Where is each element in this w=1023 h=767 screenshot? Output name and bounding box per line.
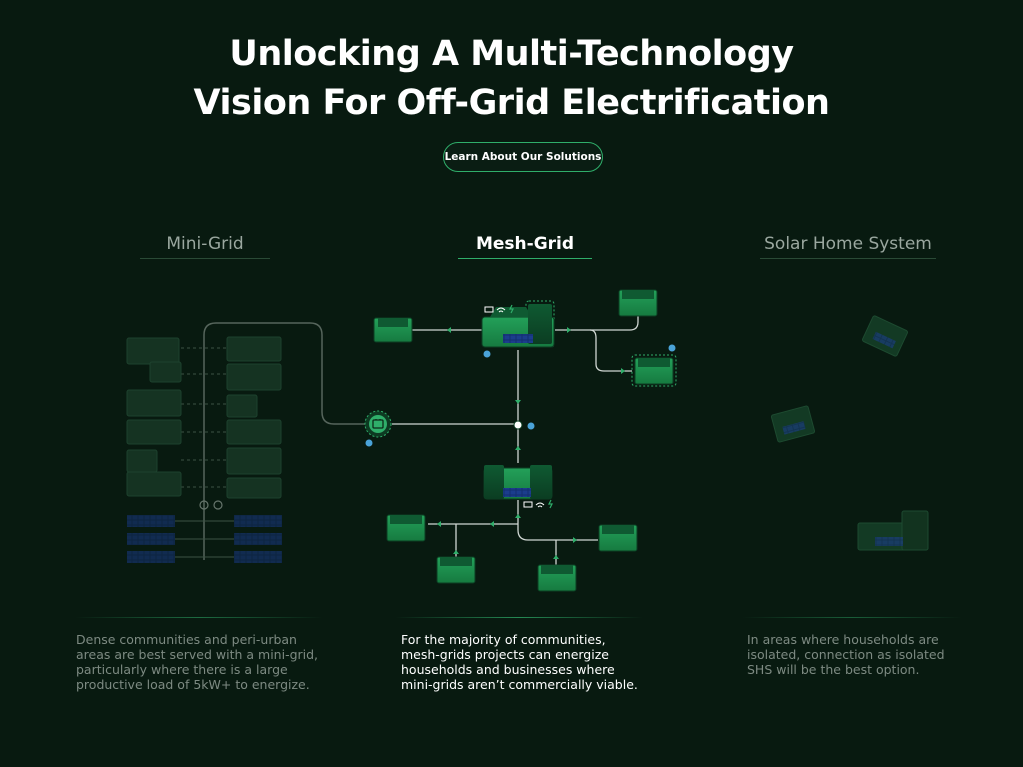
meter-icon	[213, 500, 223, 510]
switch-icon	[513, 420, 523, 430]
house	[373, 317, 413, 343]
shs-house	[770, 405, 816, 443]
electrification-diagram	[126, 289, 929, 592]
tab-mini-grid[interactable]: Mini-Grid	[140, 234, 270, 259]
mini-grid-description: Dense communities and peri-urban areas a…	[76, 632, 319, 692]
shs-house	[857, 510, 929, 551]
battery-icon	[484, 306, 494, 313]
info-icon[interactable]	[365, 439, 373, 447]
shs-house	[862, 315, 908, 357]
wifi-icon	[535, 502, 545, 508]
shs-diagram	[770, 315, 929, 551]
page-title-line-1: Unlocking A Multi-Technology	[229, 34, 794, 74]
mini-grid-diagram	[126, 322, 365, 563]
info-icon[interactable]	[483, 350, 491, 358]
tab-solar-home-system[interactable]: Solar Home System	[760, 234, 936, 259]
info-icon[interactable]	[527, 422, 535, 430]
mesh-wires	[392, 316, 639, 566]
mesh-hub-house-2	[483, 465, 553, 509]
battery-icon	[523, 501, 533, 508]
page-title: Unlocking A Multi-Technology Vision For …	[0, 30, 1023, 128]
divider	[395, 617, 643, 618]
mesh-grid-diagram	[364, 289, 677, 592]
house	[386, 514, 426, 542]
house	[618, 289, 658, 317]
wifi-icon	[496, 307, 506, 313]
mini-grid-feeders	[181, 347, 228, 488]
mini-grid-houses	[126, 336, 282, 499]
mesh-hub-house	[481, 300, 555, 348]
house	[537, 564, 577, 592]
lightning-icon	[509, 304, 514, 314]
tab-mesh-grid[interactable]: Mesh-Grid	[458, 234, 592, 259]
house	[598, 524, 638, 552]
battery-node-icon	[364, 410, 392, 438]
house-highlighted	[631, 354, 677, 387]
learn-solutions-button[interactable]: Learn About Our Solutions	[443, 142, 603, 172]
house	[436, 556, 476, 584]
page-title-line-2: Vision For Off-Grid Electrification	[193, 83, 830, 123]
divider	[75, 617, 323, 618]
mesh-grid-description: For the majority of communities, mesh-gr…	[401, 632, 638, 692]
meter-icon	[199, 500, 209, 510]
solar-panel-array	[127, 515, 282, 563]
shs-description: In areas where households are isolated, …	[747, 632, 945, 677]
arrow-icon	[437, 327, 625, 559]
lightning-icon	[548, 499, 553, 509]
divider	[742, 617, 962, 618]
info-icon[interactable]	[668, 344, 676, 352]
